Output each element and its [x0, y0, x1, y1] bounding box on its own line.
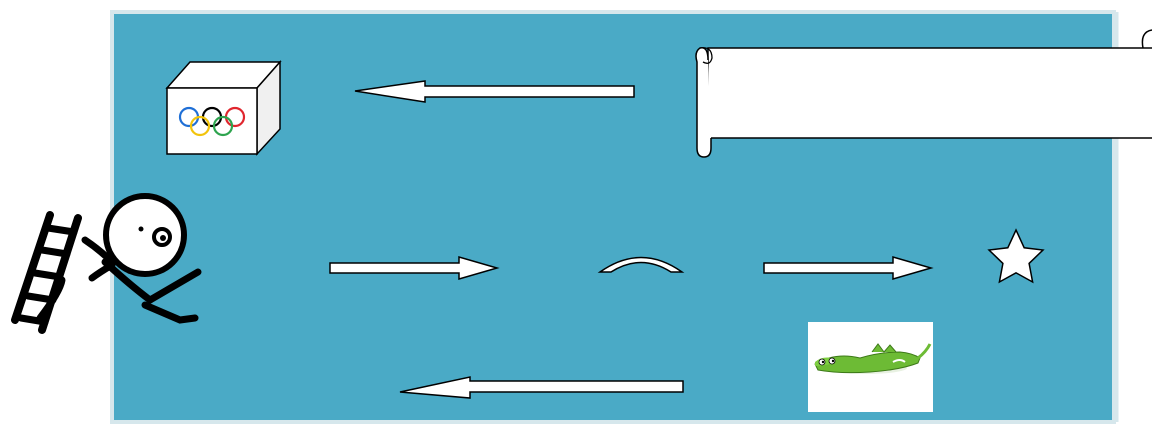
crocodile-picture-icon — [808, 322, 933, 412]
olympic-rings-cube-icon — [167, 62, 280, 154]
scroll-banner-icon — [696, 30, 1152, 157]
